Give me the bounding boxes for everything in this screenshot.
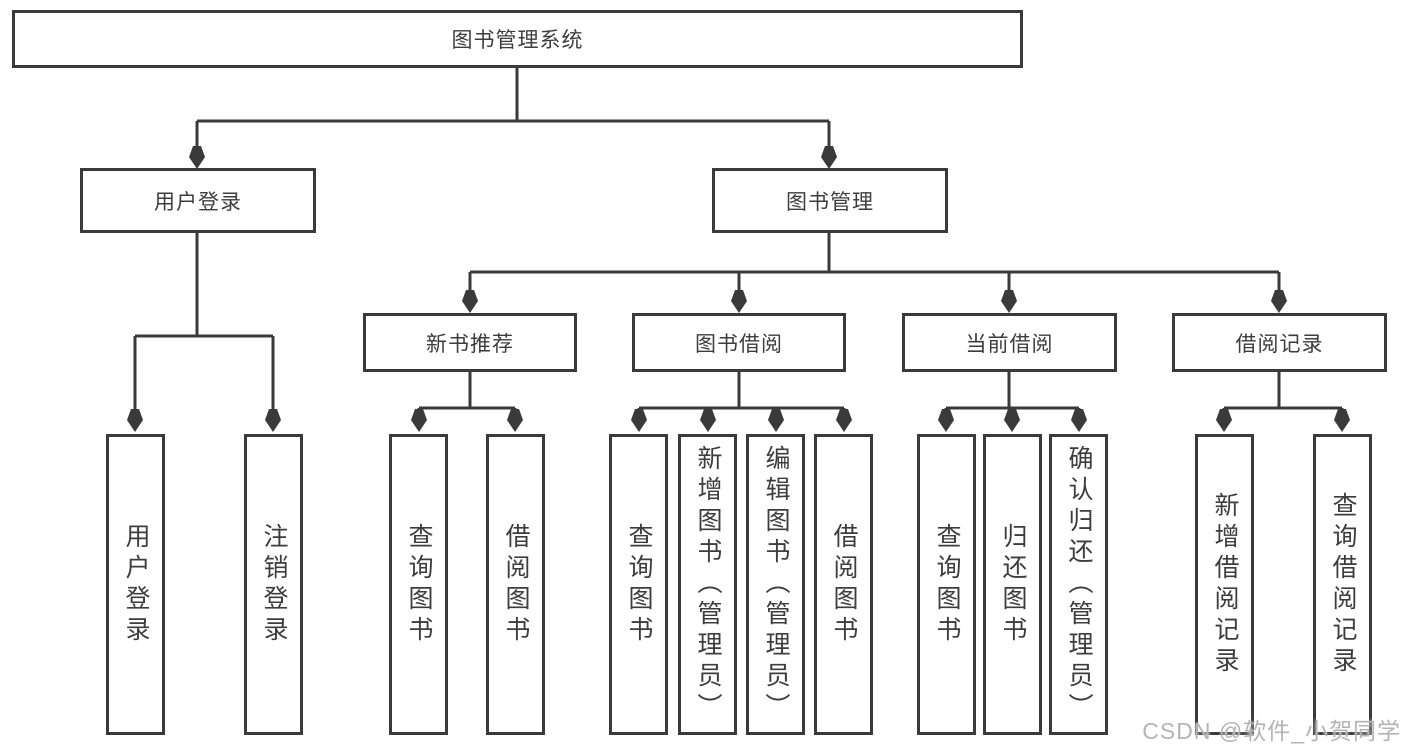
leaf-add-book-admin: 新增图书（管理员）: [678, 434, 737, 735]
leaf-query-books-borrow: 查询图书: [609, 434, 668, 735]
node-label: 图书借阅: [695, 332, 783, 356]
node-label: 当前借阅: [965, 332, 1054, 356]
node-label: 查询借阅记录: [1329, 491, 1357, 678]
csdn-watermark: CSDN @软件_小贺同学: [1142, 718, 1401, 744]
node-label: 借阅记录: [1235, 332, 1324, 356]
node-user-login: 用户登录: [80, 168, 316, 233]
node-label: 图书管理: [786, 190, 874, 214]
node-new-book-recommend: 新书推荐: [363, 313, 577, 372]
node-label: 借阅图书: [502, 522, 530, 647]
node-label: 用户登录: [154, 190, 242, 214]
leaf-borrow-books-recommend: 借阅图书: [486, 434, 545, 735]
node-book-management: 图书管理: [712, 168, 948, 233]
leaf-user-login: 用户登录: [106, 434, 165, 735]
node-label: 新书推荐: [426, 332, 514, 356]
leaf-edit-book-admin: 编辑图书（管理员）: [746, 434, 805, 735]
node-label: 新增借阅记录: [1211, 491, 1239, 678]
node-label: 归还图书: [999, 522, 1027, 647]
node-label: 查询图书: [625, 522, 653, 647]
leaf-borrow-books: 借阅图书: [814, 434, 873, 735]
node-book-borrowing: 图书借阅: [632, 313, 846, 372]
node-label: 注销登录: [260, 522, 288, 647]
node-label: 图书管理系统: [451, 29, 584, 52]
node-label: 确认归还（管理员）: [1065, 445, 1093, 724]
leaf-query-borrow-record: 查询借阅记录: [1313, 434, 1372, 735]
node-current-borrowing: 当前借阅: [902, 313, 1117, 372]
node-borrowing-records: 借阅记录: [1172, 313, 1387, 372]
node-label: 查询图书: [405, 522, 433, 647]
leaf-return-books: 归还图书: [983, 434, 1042, 735]
leaf-confirm-return-admin: 确认归还（管理员）: [1049, 434, 1108, 735]
node-label: 用户登录: [122, 522, 150, 647]
node-label: 新增图书（管理员）: [694, 445, 722, 724]
node-label: 编辑图书（管理员）: [762, 445, 790, 724]
leaf-logout: 注销登录: [244, 434, 303, 735]
leaf-add-borrow-record: 新增借阅记录: [1195, 434, 1254, 735]
leaf-query-books-current: 查询图书: [917, 434, 976, 735]
node-label: 借阅图书: [830, 522, 858, 647]
node-label: 查询图书: [933, 522, 961, 647]
leaf-query-books-recommend: 查询图书: [389, 434, 448, 735]
arrowheads: [127, 146, 1350, 432]
node-library-system-root: 图书管理系统: [12, 10, 1023, 68]
